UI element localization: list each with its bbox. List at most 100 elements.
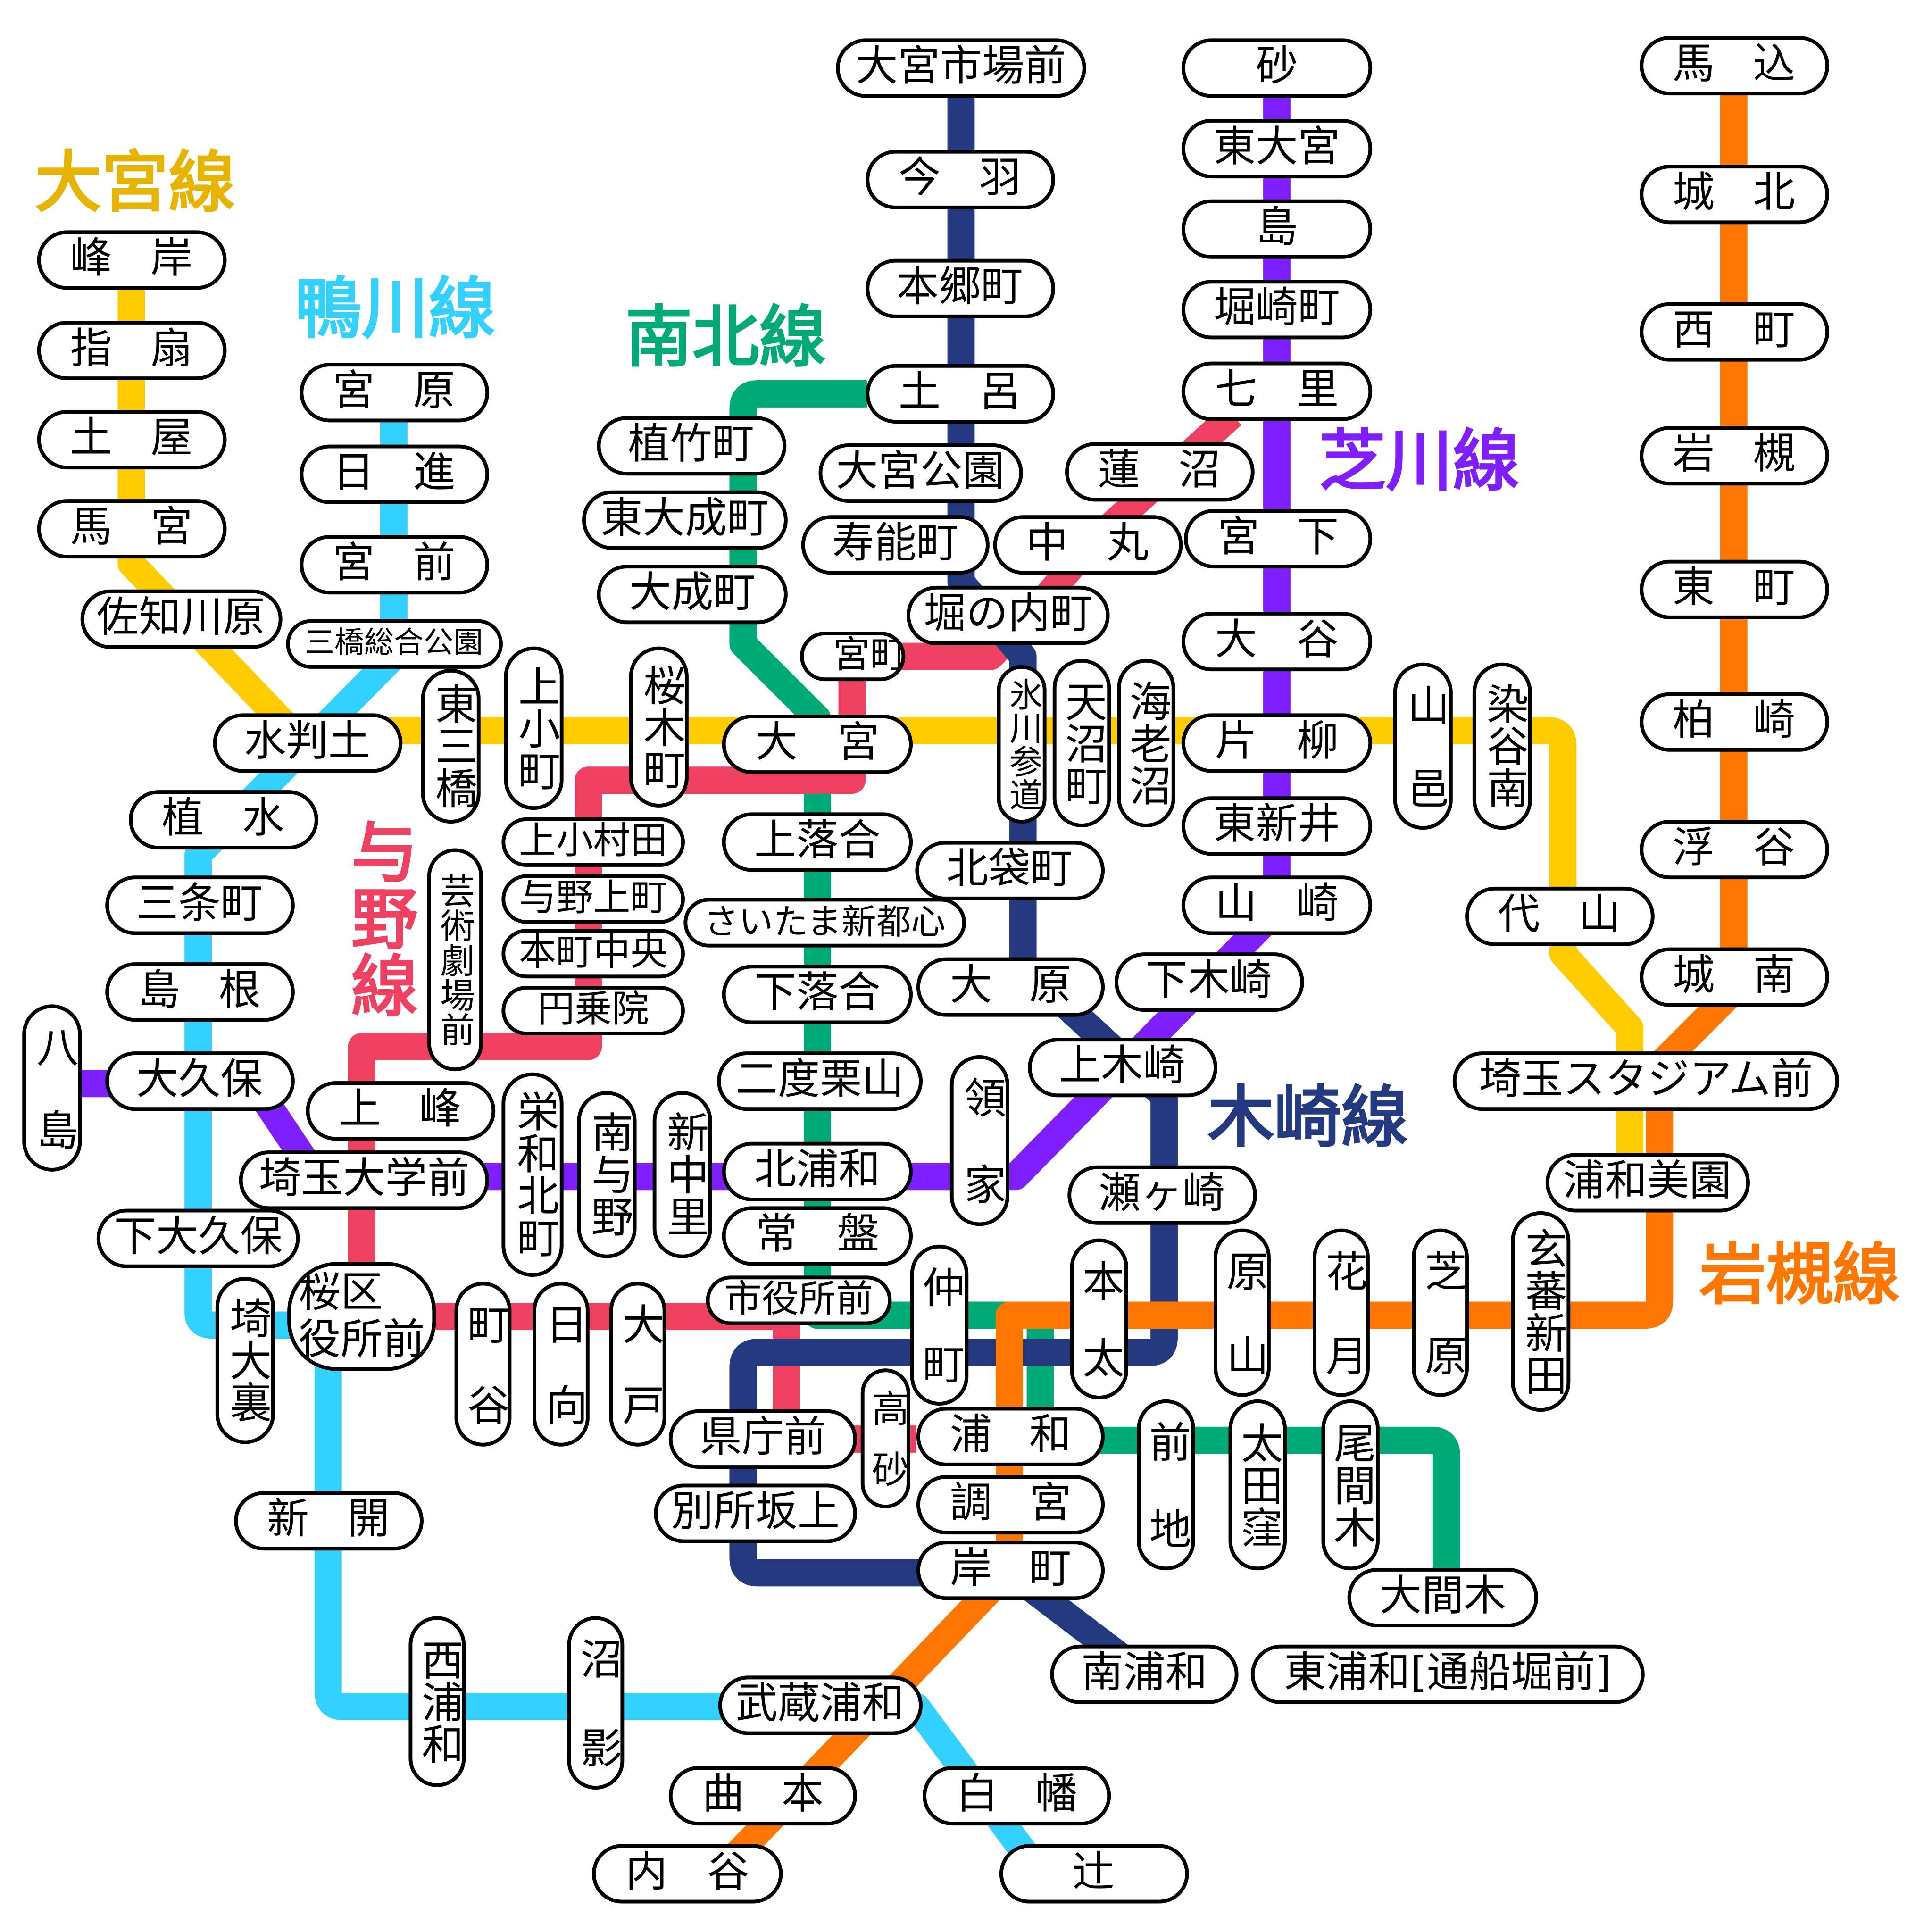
- station-29[interactable]: 下落合: [722, 965, 913, 1024]
- station-21[interactable]: 芸術劇場前: [426, 848, 483, 1072]
- station-3[interactable]: 馬宮: [36, 499, 226, 559]
- station-0[interactable]: 峰岸: [36, 230, 226, 290]
- station-71[interactable]: 本郷町: [865, 258, 1055, 318]
- station-94[interactable]: 蓮沼: [1064, 442, 1254, 502]
- station-51[interactable]: 原山: [1214, 1228, 1271, 1397]
- station-93[interactable]: 七里: [1181, 361, 1373, 421]
- station-32[interactable]: 常盤: [722, 1206, 913, 1266]
- station-91[interactable]: 島: [1181, 199, 1373, 259]
- station-68[interactable]: 沼影: [567, 1616, 625, 1790]
- station-67[interactable]: 西浦和: [408, 1616, 466, 1787]
- station-54[interactable]: 玄蕃新田: [1511, 1211, 1571, 1412]
- station-49[interactable]: 岸町: [916, 1541, 1105, 1600]
- station-92[interactable]: 堀崎町: [1181, 280, 1373, 340]
- station-59[interactable]: 南浦和: [1050, 1644, 1239, 1704]
- station-69[interactable]: 大宮市場前: [836, 38, 1086, 98]
- station-34[interactable]: 栄和北町: [501, 1072, 564, 1276]
- station-33[interactable]: 市役所前: [706, 1275, 892, 1325]
- station-85[interactable]: 大原: [916, 957, 1105, 1017]
- station-44[interactable]: 高砂: [860, 1367, 910, 1508]
- station-38[interactable]: 桜区 役所前: [287, 1262, 436, 1371]
- station-55[interactable]: 前地: [1136, 1399, 1195, 1571]
- station-12[interactable]: 島根: [104, 962, 294, 1022]
- station-26[interactable]: 大宮: [722, 714, 913, 774]
- station-86[interactable]: 下木崎: [1114, 952, 1304, 1012]
- station-66[interactable]: 新開: [233, 1491, 423, 1551]
- station-14[interactable]: 下大久保: [96, 1208, 300, 1268]
- station-100[interactable]: 山邑: [1393, 662, 1453, 829]
- station-39[interactable]: 埼大裏: [215, 1276, 275, 1444]
- station-25[interactable]: 円乗院: [501, 985, 685, 1036]
- station-2[interactable]: 土屋: [36, 410, 226, 470]
- station-107[interactable]: 西町: [1639, 302, 1829, 362]
- station-30[interactable]: 二度栗山: [717, 1051, 923, 1111]
- station-52[interactable]: 花月: [1313, 1228, 1370, 1397]
- station-102[interactable]: 代山: [1464, 886, 1654, 946]
- station-17[interactable]: 埼玉大学前: [239, 1150, 490, 1210]
- station-41[interactable]: 日向: [533, 1281, 590, 1446]
- station-20[interactable]: 桜木町: [629, 646, 689, 808]
- station-35[interactable]: 南与野: [577, 1090, 637, 1258]
- station-4[interactable]: 佐知川原: [80, 589, 282, 649]
- station-75[interactable]: 中丸: [992, 515, 1183, 575]
- station-106[interactable]: 城北: [1639, 165, 1829, 225]
- station-42[interactable]: 大戸: [609, 1281, 666, 1446]
- station-103[interactable]: 埼玉スタジアム前: [1452, 1051, 1840, 1111]
- station-48[interactable]: 調宮: [916, 1475, 1105, 1535]
- station-15[interactable]: 八島: [22, 1004, 82, 1171]
- station-96[interactable]: 大谷: [1181, 612, 1373, 672]
- station-112[interactable]: 城南: [1639, 947, 1829, 1007]
- station-80[interactable]: 大成町: [597, 565, 788, 625]
- station-70[interactable]: 今羽: [865, 150, 1055, 209]
- station-10[interactable]: 植水: [128, 790, 318, 850]
- station-84[interactable]: 北袋町: [915, 841, 1104, 900]
- station-56[interactable]: 太田窪: [1228, 1399, 1286, 1571]
- station-5[interactable]: 水判土: [212, 713, 402, 773]
- station-99[interactable]: 山崎: [1181, 875, 1373, 935]
- station-63[interactable]: 内谷: [592, 1844, 783, 1904]
- station-105[interactable]: 馬込: [1639, 36, 1829, 96]
- station-16[interactable]: 上峰: [305, 1081, 495, 1141]
- station-77[interactable]: 宮町: [799, 632, 905, 682]
- station-40[interactable]: 町谷: [454, 1281, 512, 1446]
- station-104[interactable]: 浦和美園: [1545, 1153, 1749, 1213]
- station-81[interactable]: 氷川参道: [997, 665, 1047, 824]
- station-78[interactable]: 植竹町: [596, 416, 786, 476]
- station-88[interactable]: 瀬ヶ崎: [1066, 1165, 1257, 1225]
- station-22[interactable]: 上小村田: [501, 817, 685, 867]
- station-46[interactable]: 別所坂上: [654, 1483, 857, 1543]
- station-50[interactable]: 本太: [1069, 1238, 1128, 1399]
- station-74[interactable]: 寿能町: [801, 515, 990, 575]
- station-7[interactable]: 日進: [299, 444, 489, 504]
- station-95[interactable]: 宮下: [1184, 509, 1373, 569]
- station-87[interactable]: 上木崎: [1027, 1038, 1217, 1098]
- station-47[interactable]: 浦和: [916, 1407, 1105, 1466]
- station-90[interactable]: 東大宮: [1181, 119, 1373, 179]
- station-108[interactable]: 岩槻: [1639, 426, 1829, 486]
- station-28[interactable]: さいたま新都心: [683, 898, 966, 948]
- station-36[interactable]: 新中里: [652, 1090, 712, 1258]
- station-19[interactable]: 上小町: [504, 646, 564, 810]
- station-89[interactable]: 砂: [1181, 38, 1373, 98]
- station-98[interactable]: 東新井: [1181, 796, 1373, 856]
- station-58[interactable]: 大間木: [1347, 1568, 1538, 1628]
- station-45[interactable]: 県庁前: [668, 1409, 857, 1469]
- station-111[interactable]: 浮谷: [1639, 820, 1829, 880]
- station-9[interactable]: 三橋総合公園: [285, 619, 502, 669]
- station-24[interactable]: 本町中央: [501, 929, 685, 979]
- station-73[interactable]: 大宮公園: [818, 443, 1023, 503]
- station-6[interactable]: 宮原: [299, 363, 489, 423]
- station-1[interactable]: 指扇: [36, 321, 226, 381]
- station-72[interactable]: 土呂: [865, 364, 1055, 424]
- station-79[interactable]: 東大成町: [582, 490, 788, 550]
- station-57[interactable]: 尾間木: [1321, 1399, 1379, 1571]
- station-23[interactable]: 与野上町: [501, 874, 685, 924]
- station-61[interactable]: 武蔵浦和: [717, 1675, 922, 1735]
- station-110[interactable]: 柏崎: [1639, 692, 1829, 752]
- station-65[interactable]: 辻: [999, 1844, 1189, 1904]
- station-109[interactable]: 東町: [1639, 559, 1829, 619]
- station-60[interactable]: 東浦和[通船堀前]: [1250, 1644, 1645, 1704]
- station-62[interactable]: 曲本: [668, 1766, 857, 1826]
- station-97[interactable]: 片柳: [1181, 713, 1373, 773]
- station-76[interactable]: 堀の内町: [906, 585, 1110, 645]
